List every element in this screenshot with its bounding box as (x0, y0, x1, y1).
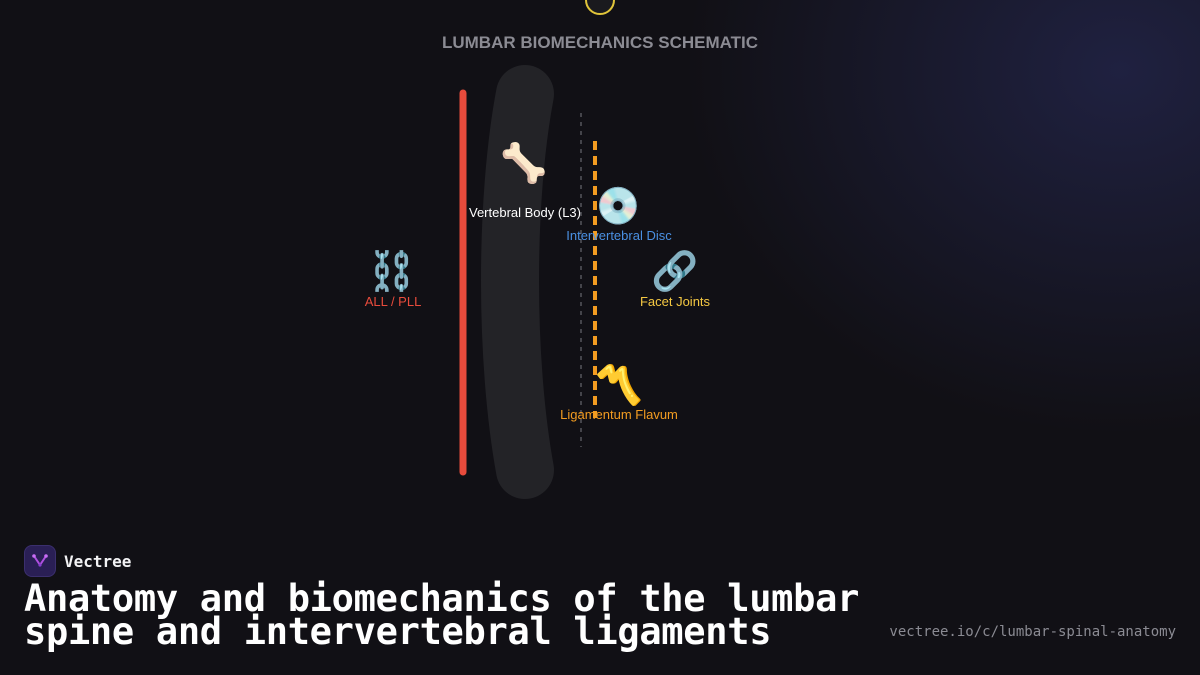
vertebral-body-label: Vertebral Body (L3) (469, 205, 581, 220)
all-pll-label: ALL / PLL (365, 294, 422, 309)
page-headline: Anatomy and biomechanics of the lumbar s… (24, 577, 860, 653)
disc-icon: 💿 (596, 185, 641, 227)
chains-icon: ⛓️ (368, 249, 415, 293)
spine-column (481, 65, 554, 499)
brand: Vectree (24, 544, 131, 578)
part-alternation-icon: 〽️ (595, 363, 642, 407)
page-url[interactable]: vectree.io/c/lumbar-spinal-anatomy (889, 624, 1176, 640)
ligamentum-flavum-label: Ligamentum Flavum (560, 407, 678, 422)
top-marker-circle (585, 0, 615, 15)
vectree-logo-icon (24, 545, 56, 577)
brand-name: Vectree (64, 551, 132, 571)
diagram-title: LUMBAR BIOMECHANICS SCHEMATIC (442, 33, 758, 52)
bone-icon: 🦴 (500, 140, 547, 185)
link-icon: 🔗 (651, 248, 698, 294)
facet-joints-label: Facet Joints (640, 294, 711, 309)
intervertebral-disc-label: Intervertebral Disc (566, 228, 672, 243)
